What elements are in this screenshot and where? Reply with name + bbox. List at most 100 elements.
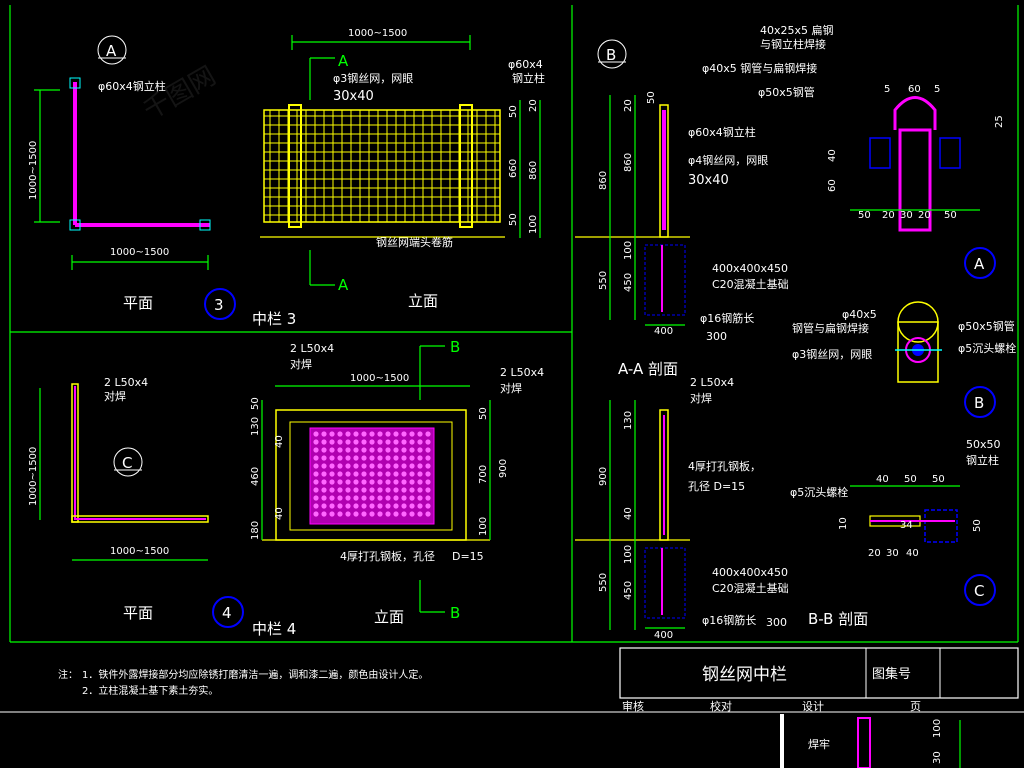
plate-hole [353,471,359,477]
section-b-b: 2 L50x4 对焊 4厚打孔钢板， 孔径 D=15 400x400x450 C… [575,301,1016,641]
detail-a-circle [964,247,996,279]
plate-hole [409,439,415,445]
plate-hole [369,479,375,485]
plate-hole [425,511,431,517]
plate-hole [353,503,359,509]
plate-hole [353,431,359,437]
post-label: φ60x4钢立柱 [688,125,756,139]
plate-hole [337,487,343,493]
section-marker-a-label: A [106,42,117,60]
plate-hole [409,479,415,485]
detailb-label4: φ50x5钢管 [958,319,1015,333]
plate-hole [345,471,351,477]
bb-dim-900: 900 [598,467,609,486]
mesh-size: 30x40 [333,89,374,104]
plate-hole [385,471,391,477]
plate-hole [353,463,359,469]
plate-hole [393,447,399,453]
plate-hole [409,511,415,517]
plate-hole [345,495,351,501]
plate-hole [409,487,415,493]
plate-hole [417,439,423,445]
plate-hole [401,495,407,501]
plate-hole [361,463,367,469]
detail-a-label: A [974,255,985,273]
detaila-dim-60b: 60 [827,179,838,192]
bottom-strip: 焊牢 100 30 [0,711,1024,768]
plate-hole [329,455,335,461]
detaila-dim-30: 30 [900,210,913,221]
plate-hole [329,431,335,437]
plate-hole [337,511,343,517]
bb-dim-130: 130 [623,411,634,430]
detailc-dim-40b: 40 [906,548,919,559]
section-marker-c: C [122,454,132,472]
drawing-name: 钢丝网中栏 [702,665,787,685]
plate-hole [329,471,335,477]
detailc-bolt: φ5沉头螺栓 [790,485,848,499]
plate-hole [393,511,399,517]
strip-dim-100: 100 [932,719,943,738]
plan-view-3: A φ60x4钢立柱 1000~1500 1000~1500 平面 3 中栏 3 [28,35,296,328]
section-marker-a [97,35,127,65]
cut-mark-b-top: B [450,338,460,356]
plate-hole [345,455,351,461]
plan-view-4: 2 L50x4 对焊 C 1000~1500 1000~1500 平面 4 中栏… [28,376,296,638]
plate-hole [361,455,367,461]
elevation-view-3: 1000~1500 A A φ3钢丝网，网眼 30x40 φ60x4 钢立柱 钢… [260,28,545,310]
plan4-height-dim: 1000~1500 [28,447,39,506]
plate-hole [361,471,367,477]
bb-weld: 对焊 [690,391,712,405]
detailc-top: 50x50 [966,438,1001,451]
plate-hole [329,487,335,493]
plate-hole [361,503,367,509]
plate-hole [425,439,431,445]
detailc-dim-50b: 50 [932,474,945,485]
plate-hole [337,479,343,485]
cut-mark-bottom: A [338,276,349,294]
plate-hole [401,463,407,469]
detailc-dim-34: 34 [900,520,913,531]
plate-hole [417,479,423,485]
plate-hole [377,503,383,509]
elevation-view-4: 2 L50x4 对焊 2 L50x4 对焊 B 1000~1500 4厚打孔钢板… [250,338,544,626]
plate-hole [313,503,319,509]
plate-hole [353,455,359,461]
section-marker-b: B [606,46,616,64]
detaila-dim-5: 5 [884,84,890,95]
plate-hole [393,487,399,493]
plate-diameter: D=15 [452,550,484,563]
plate-hole [369,439,375,445]
plan4-label: 平面 [123,604,153,622]
plate-hole [425,431,431,437]
plate-hole [345,479,351,485]
frame-lines [9,5,1019,643]
plate-hole [329,447,335,453]
notes-line-1: 1．铁件外露焊接部分均应除锈打磨清洁一遍，调和漆二遍，颜色由设计人定。 [82,668,428,681]
plate-hole [409,455,415,461]
tb-review: 审核 [622,699,644,713]
rebar-label-bb: φ16钢筋长 [702,613,756,627]
weld-label: 对焊 [104,389,126,403]
detaila-dim-5b: 5 [934,84,940,95]
detailb-label5: φ5沉头螺栓 [958,341,1016,355]
plate-hole [401,511,407,517]
plate-hole [369,511,375,517]
plate-hole [329,511,335,517]
plate-hole [329,439,335,445]
rebar-label-aa: φ16钢筋长 [700,311,754,325]
plate-hole [417,503,423,509]
flat-steel-label: 40x25x5 扁钢 [760,24,834,37]
detail-number-3: 3 [214,296,224,314]
plate-hole [337,439,343,445]
plate-hole [377,463,383,469]
plate-hole [377,431,383,437]
plate-label: 4厚打孔钢板，孔径 [340,549,435,563]
elev4-dim-700: 700 [478,465,489,484]
bb-dim-100: 100 [623,545,634,564]
bb-dim-450: 450 [623,581,634,600]
aa-dim-550: 550 [598,271,609,290]
detail-c-label: C [974,582,984,600]
rebar-len-bb: 300 [766,616,787,629]
